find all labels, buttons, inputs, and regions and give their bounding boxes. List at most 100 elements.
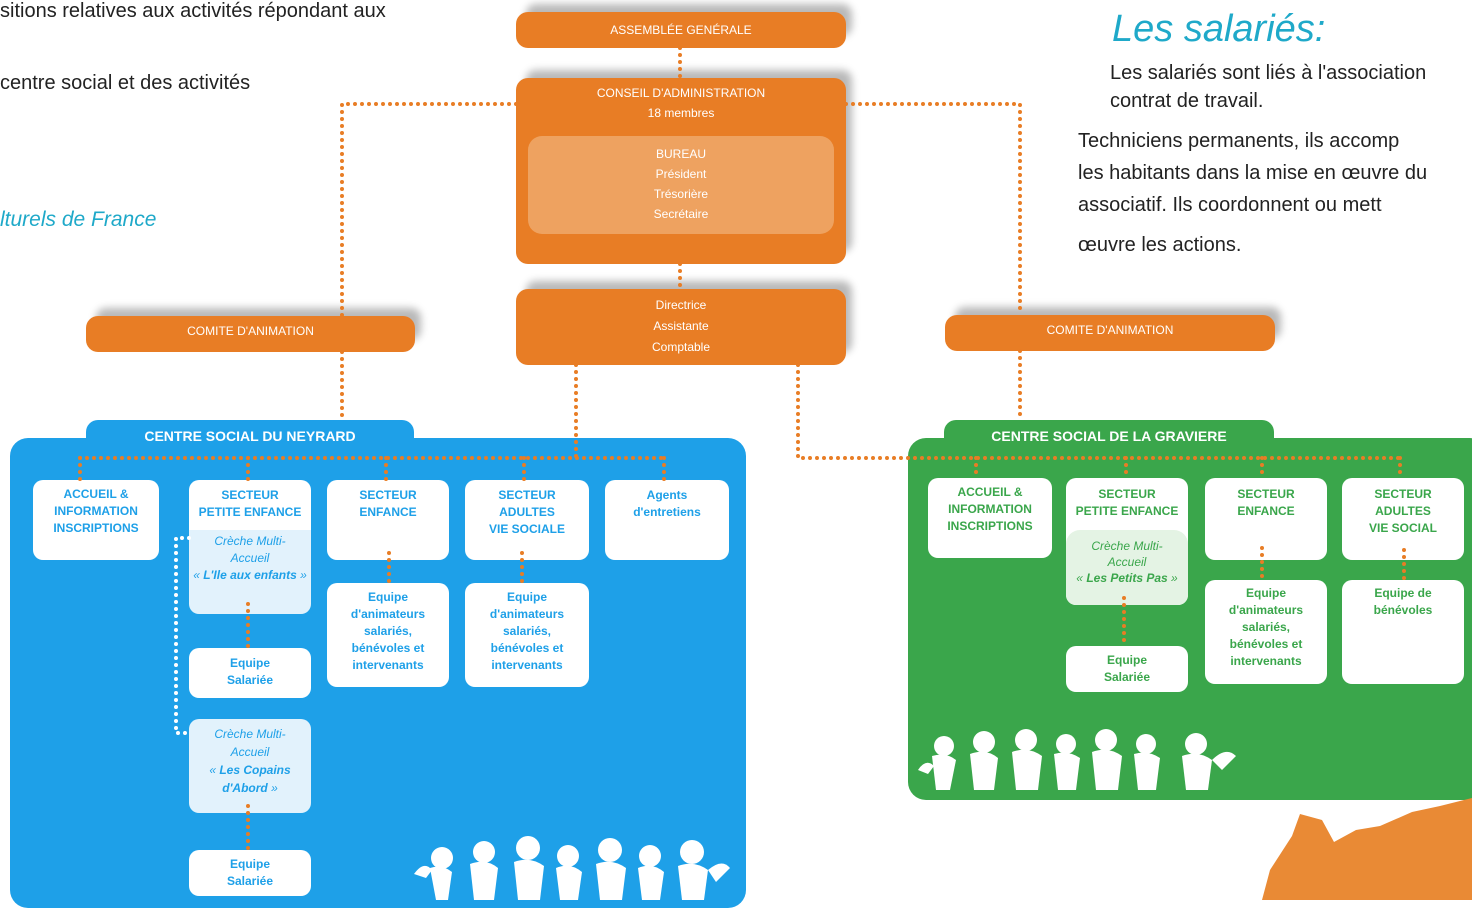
neyrard-creche1-l3: « L'Ile aux enfants »: [193, 568, 307, 582]
graviere-equipe-box: Equipe Salariée: [1066, 646, 1188, 692]
comite-animation-right: COMITE D'ANIMATION: [945, 315, 1275, 351]
graviere-creche-name: Les Petits Pas: [1086, 571, 1168, 585]
graviere-adultes-equipe-box: Equipe de bénévoles: [1342, 580, 1464, 684]
direction-comptable: Comptable: [651, 340, 711, 354]
neyrard-adultes-l2: ADULTES: [499, 505, 555, 519]
neyrard-accueil-box: ACCUEIL & INFORMATION INSCRIPTIONS: [33, 480, 159, 560]
graviere-creche-l3: « Les Petits Pas »: [1076, 571, 1178, 585]
neyrard-enfance-l2: ENFANCE: [359, 505, 417, 519]
neyrard-creche1-l2: Accueil: [230, 551, 270, 565]
graviere-title: CENTRE SOCIAL DE LA GRAVIERE: [991, 428, 1227, 444]
graviere-adultes-l1: SECTEUR: [1374, 487, 1432, 501]
neyrard-adultes-equipe-l4: bénévoles et: [490, 641, 564, 655]
graviere-pe-l1: SECTEUR: [1098, 487, 1156, 501]
neyrard-creche2-l4: d'Abord »: [222, 781, 278, 795]
employees-p2-l3: associatif. Ils coordonnent ou mett: [1078, 194, 1382, 216]
neyrard-enfance-equipe-l2: d'animateurs: [350, 607, 426, 621]
graviere-title-tab: [944, 420, 1274, 454]
graviere-adultes-box: SECTEUR ADULTES VIE SOCIAL: [1342, 478, 1464, 560]
graviere-creche-l1: Crèche Multi-: [1091, 539, 1163, 553]
intro-line-1: sitions relatives aux activités répondan…: [0, 0, 386, 22]
graviere-accueil-box: ACCUEIL & INFORMATION INSCRIPTIONS: [928, 478, 1052, 558]
neyrard-adultes-equipe-l5: intervenants: [491, 658, 563, 672]
graviere-enfance-l2: ENFANCE: [1237, 504, 1295, 518]
assemblee-generale-box: ASSEMBLÉE GENÉRALE: [516, 12, 846, 48]
neyrard-creche2-l2: Accueil: [230, 745, 270, 759]
neyrard-enfance-equipe-box: Equipe d'animateurs salariés, bénévoles …: [327, 583, 449, 687]
graviere-enfance-box: SECTEUR ENFANCE: [1205, 478, 1327, 560]
neyrard-adultes-equipe-box: Equipe d'animateurs salariés, bénévoles …: [465, 583, 589, 687]
neyrard-equipe2-box: Equipe Salariée: [189, 850, 311, 896]
connector-direction-graviere: [796, 363, 910, 460]
bureau-title: BUREAU: [655, 147, 706, 161]
neyrard-adultes-equipe-l2: d'animateurs: [489, 607, 565, 621]
graviere-adultes-l3: VIE SOCIAL: [1368, 521, 1437, 535]
neyrard-adultes-l3: VIE SOCIALE: [488, 522, 565, 536]
graviere-accueil-l3: INSCRIPTIONS: [947, 519, 1033, 533]
ca-title: CONSEIL D'ADMINISTRATION: [596, 86, 766, 100]
direction-directrice: Directrice: [655, 298, 707, 312]
employees-p2-l1: Techniciens permanents, ils accomp: [1078, 130, 1400, 152]
neyrard-adultes-box: SECTEUR ADULTES VIE SOCIALE: [465, 480, 589, 560]
graviere-equipe-l1: Equipe: [1106, 653, 1147, 667]
neyrard-creche2-l3: « Les Copains: [209, 763, 291, 777]
neyrard-equipe1-l1: Equipe: [229, 656, 270, 670]
neyrard-creche1-name: L'Ile aux enfants: [203, 568, 297, 582]
neyrard-pe-l1: SECTEUR: [221, 488, 279, 502]
orange-map-blob: [1262, 798, 1472, 900]
neyrard-adultes-l1: SECTEUR: [498, 488, 556, 502]
graviere-accueil-l1: ACCUEIL &: [957, 485, 1023, 499]
neyrard-equipe2-l1: Equipe: [229, 857, 270, 871]
bureau-secretaire: Secrétaire: [653, 207, 709, 221]
neyrard-equipe1-l2: Salariée: [226, 673, 274, 687]
neyrard-title-tab: [86, 420, 414, 454]
employees-p2-l4: œuvre les actions.: [1078, 234, 1242, 256]
neyrard-pe-l2: PETITE ENFANCE: [198, 505, 302, 519]
graviere-equipe-l2: Salariée: [1103, 670, 1151, 684]
neyrard-enfance-equipe-l4: bénévoles et: [351, 641, 425, 655]
neyrard-enfance-equipe-l3: salariés,: [363, 624, 413, 638]
neyrard-creche1-box: Crèche Multi- Accueil « L'Ile aux enfant…: [189, 530, 311, 614]
direction-assistante: Assistante: [653, 319, 709, 333]
neyrard-agents-box: Agents d'entretiens: [605, 480, 729, 560]
graviere-adultes-equipe-l2: bénévoles: [1373, 603, 1433, 617]
graviere-enfance-equipe-box: Equipe d'animateurs salariés, bénévoles …: [1205, 580, 1327, 684]
bureau-box: BUREAU Président Trésorière Secrétaire: [528, 136, 834, 234]
graviere-enfance-equipe-l3: salariés,: [1241, 620, 1291, 634]
neyrard-agents-l1: Agents: [646, 488, 688, 502]
neyrard-adultes-equipe-l1: Equipe: [506, 590, 547, 604]
intro-line-2: centre social et des activités: [0, 72, 251, 94]
connector-ca-comite-right: [844, 102, 1022, 317]
neyrard-title: CENTRE SOCIAL DU NEYRARD: [144, 428, 356, 444]
graviere-enfance-equipe-l1: Equipe: [1245, 586, 1286, 600]
neyrard-creche2-l1: Crèche Multi-: [214, 727, 286, 741]
graviere-creche-l2: Accueil: [1107, 555, 1147, 569]
graviere-pe-l2: PETITE ENFANCE: [1075, 504, 1179, 518]
neyrard-creche1-l1: Crèche Multi-: [214, 534, 286, 548]
connector-ca-comite-left: [340, 102, 518, 318]
neyrard-enfance-l1: SECTEUR: [359, 488, 417, 502]
neyrard-accueil-l3: INSCRIPTIONS: [53, 521, 139, 535]
employees-p1-l1: Les salariés sont liés à l'association: [1110, 62, 1427, 84]
neyrard-enfance-equipe-l1: Equipe: [367, 590, 408, 604]
direction-box: Directrice Assistante Comptable: [516, 289, 846, 365]
neyrard-equipe1-box: Equipe Salariée: [189, 648, 311, 698]
graviere-enfance-l1: SECTEUR: [1237, 487, 1295, 501]
graviere-adultes-equipe-l1: Equipe de: [1374, 586, 1432, 600]
conseil-administration-box: CONSEIL D'ADMINISTRATION 18 membres BURE…: [516, 78, 846, 264]
graviere-creche-box: Crèche Multi- Accueil « Les Petits Pas »: [1066, 530, 1188, 605]
neyrard-equipe2-l2: Salariée: [226, 874, 274, 888]
neyrard-accueil-l1: ACCUEIL &: [63, 487, 129, 501]
bureau-president: Président: [655, 167, 707, 181]
neyrard-enfance-box: SECTEUR ENFANCE: [327, 480, 449, 560]
intro-line-3: lturels de France: [0, 208, 157, 231]
employees-p2-l2: les habitants dans la mise en œuvre du: [1078, 162, 1428, 184]
graviere-enfance-equipe-l5: intervenants: [1230, 654, 1302, 668]
comite-animation-left: COMITE D'ANIMATION: [86, 316, 415, 352]
graviere-adultes-l2: ADULTES: [1375, 504, 1431, 518]
graviere-accueil-l2: INFORMATION: [948, 502, 1032, 516]
neyrard-creche2-box: Crèche Multi- Accueil « Les Copains d'Ab…: [189, 719, 311, 813]
neyrard-adultes-equipe-l3: salariés,: [502, 624, 552, 638]
neyrard-creche2-name: Les Copains: [219, 763, 291, 777]
employees-title: Les salariés:: [1112, 8, 1326, 50]
